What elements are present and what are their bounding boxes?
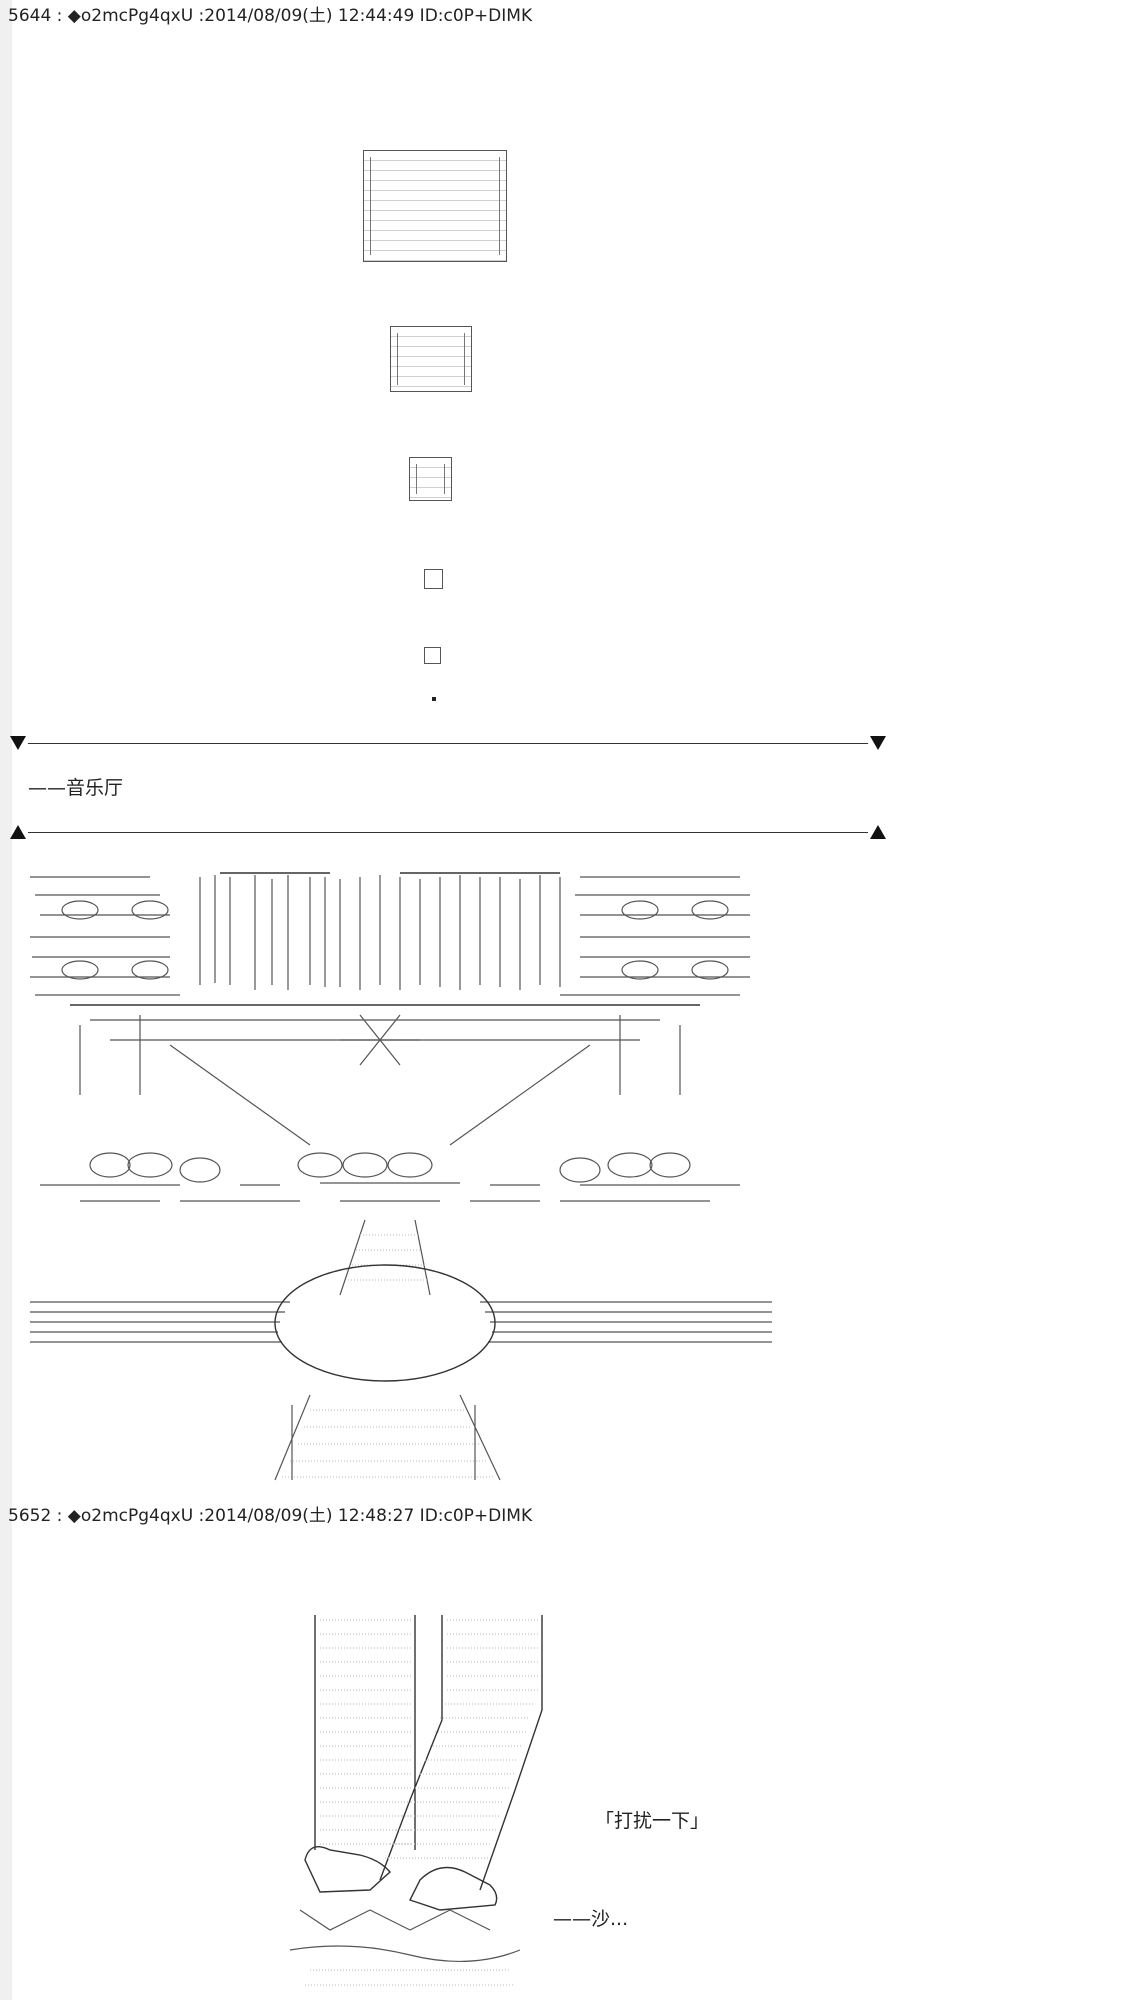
railings	[30, 1301, 772, 1343]
ascii-dot	[432, 697, 436, 701]
concert-hall-art	[30, 872, 772, 1481]
separator-line	[28, 743, 868, 744]
down-triangle-icon	[10, 736, 26, 750]
page-left-edge	[0, 0, 12, 2000]
standing-figure-art	[289, 1615, 543, 1986]
dialogue-line: 「打扰一下」	[595, 1810, 710, 1832]
oval-opening	[274, 1264, 496, 1382]
left-seats	[30, 876, 180, 996]
up-triangle-icon	[870, 825, 886, 839]
stage-front	[70, 1004, 700, 1146]
sound-effect: ——沙...	[553, 1908, 629, 1930]
separator-line	[28, 832, 868, 833]
aisle	[339, 1219, 431, 1296]
ascii-box-tiny-2	[424, 647, 441, 664]
separator-bottom	[10, 824, 886, 842]
audience-row	[40, 1152, 740, 1202]
down-triangle-icon	[870, 736, 886, 750]
post-header-5644: 5644 : ◆o2mcPg4qxU :2014/08/09(土) 12:44:…	[8, 6, 533, 26]
lower-aisle	[274, 1394, 501, 1481]
up-triangle-icon	[10, 825, 26, 839]
right-seats	[560, 876, 750, 996]
ascii-box-medium	[390, 326, 472, 392]
separator-top	[10, 735, 886, 753]
ascii-box-tiny-1	[424, 569, 443, 589]
ascii-box-large	[363, 150, 507, 262]
post-header-5652: 5652 : ◆o2mcPg4qxU :2014/08/09(土) 12:48:…	[8, 1506, 533, 1526]
ascii-box-small	[409, 457, 452, 501]
curtain-bars	[199, 872, 561, 990]
scene-caption: ——音乐厅	[28, 777, 124, 799]
